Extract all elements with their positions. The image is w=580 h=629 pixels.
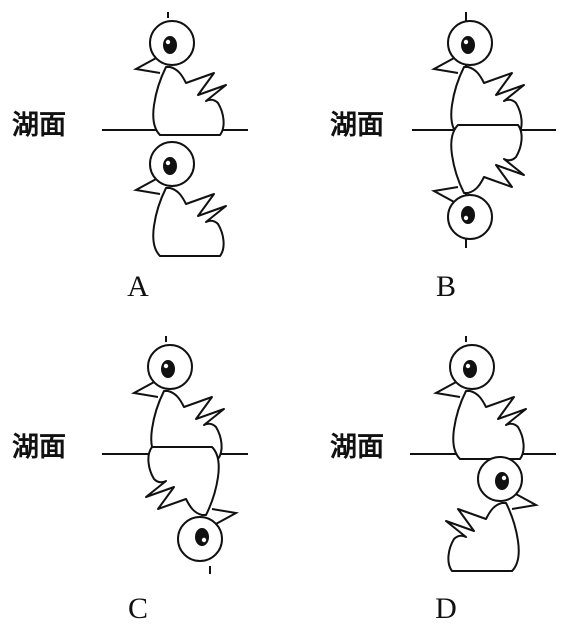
lake-surface-label-b: 湖面: [330, 110, 384, 141]
chick-c: [133, 344, 225, 460]
option-c-group: 湖面 C: [12, 336, 248, 625]
option-a-group: 湖面 A: [12, 12, 248, 303]
option-d-group: 湖面 D: [330, 336, 556, 625]
chick-d: [435, 344, 527, 460]
chick-a: [135, 20, 227, 136]
option-b-group: 湖面 B: [330, 12, 556, 303]
option-letter-a: A: [127, 270, 149, 303]
lake-surface-label-c: 湖面: [12, 432, 66, 463]
lake-surface-label-a: 湖面: [12, 110, 66, 141]
lake-surface-label-d: 湖面: [330, 432, 384, 463]
option-letter-b: B: [436, 270, 456, 303]
chick-reflection-a: [135, 141, 227, 257]
chick-reflection-d: [445, 456, 537, 572]
option-letter-c: C: [128, 592, 148, 625]
chick-b: [433, 20, 525, 136]
option-letter-d: D: [435, 592, 457, 625]
chick-reflection-c: [145, 446, 237, 562]
chick-reflection-b: [433, 124, 525, 240]
